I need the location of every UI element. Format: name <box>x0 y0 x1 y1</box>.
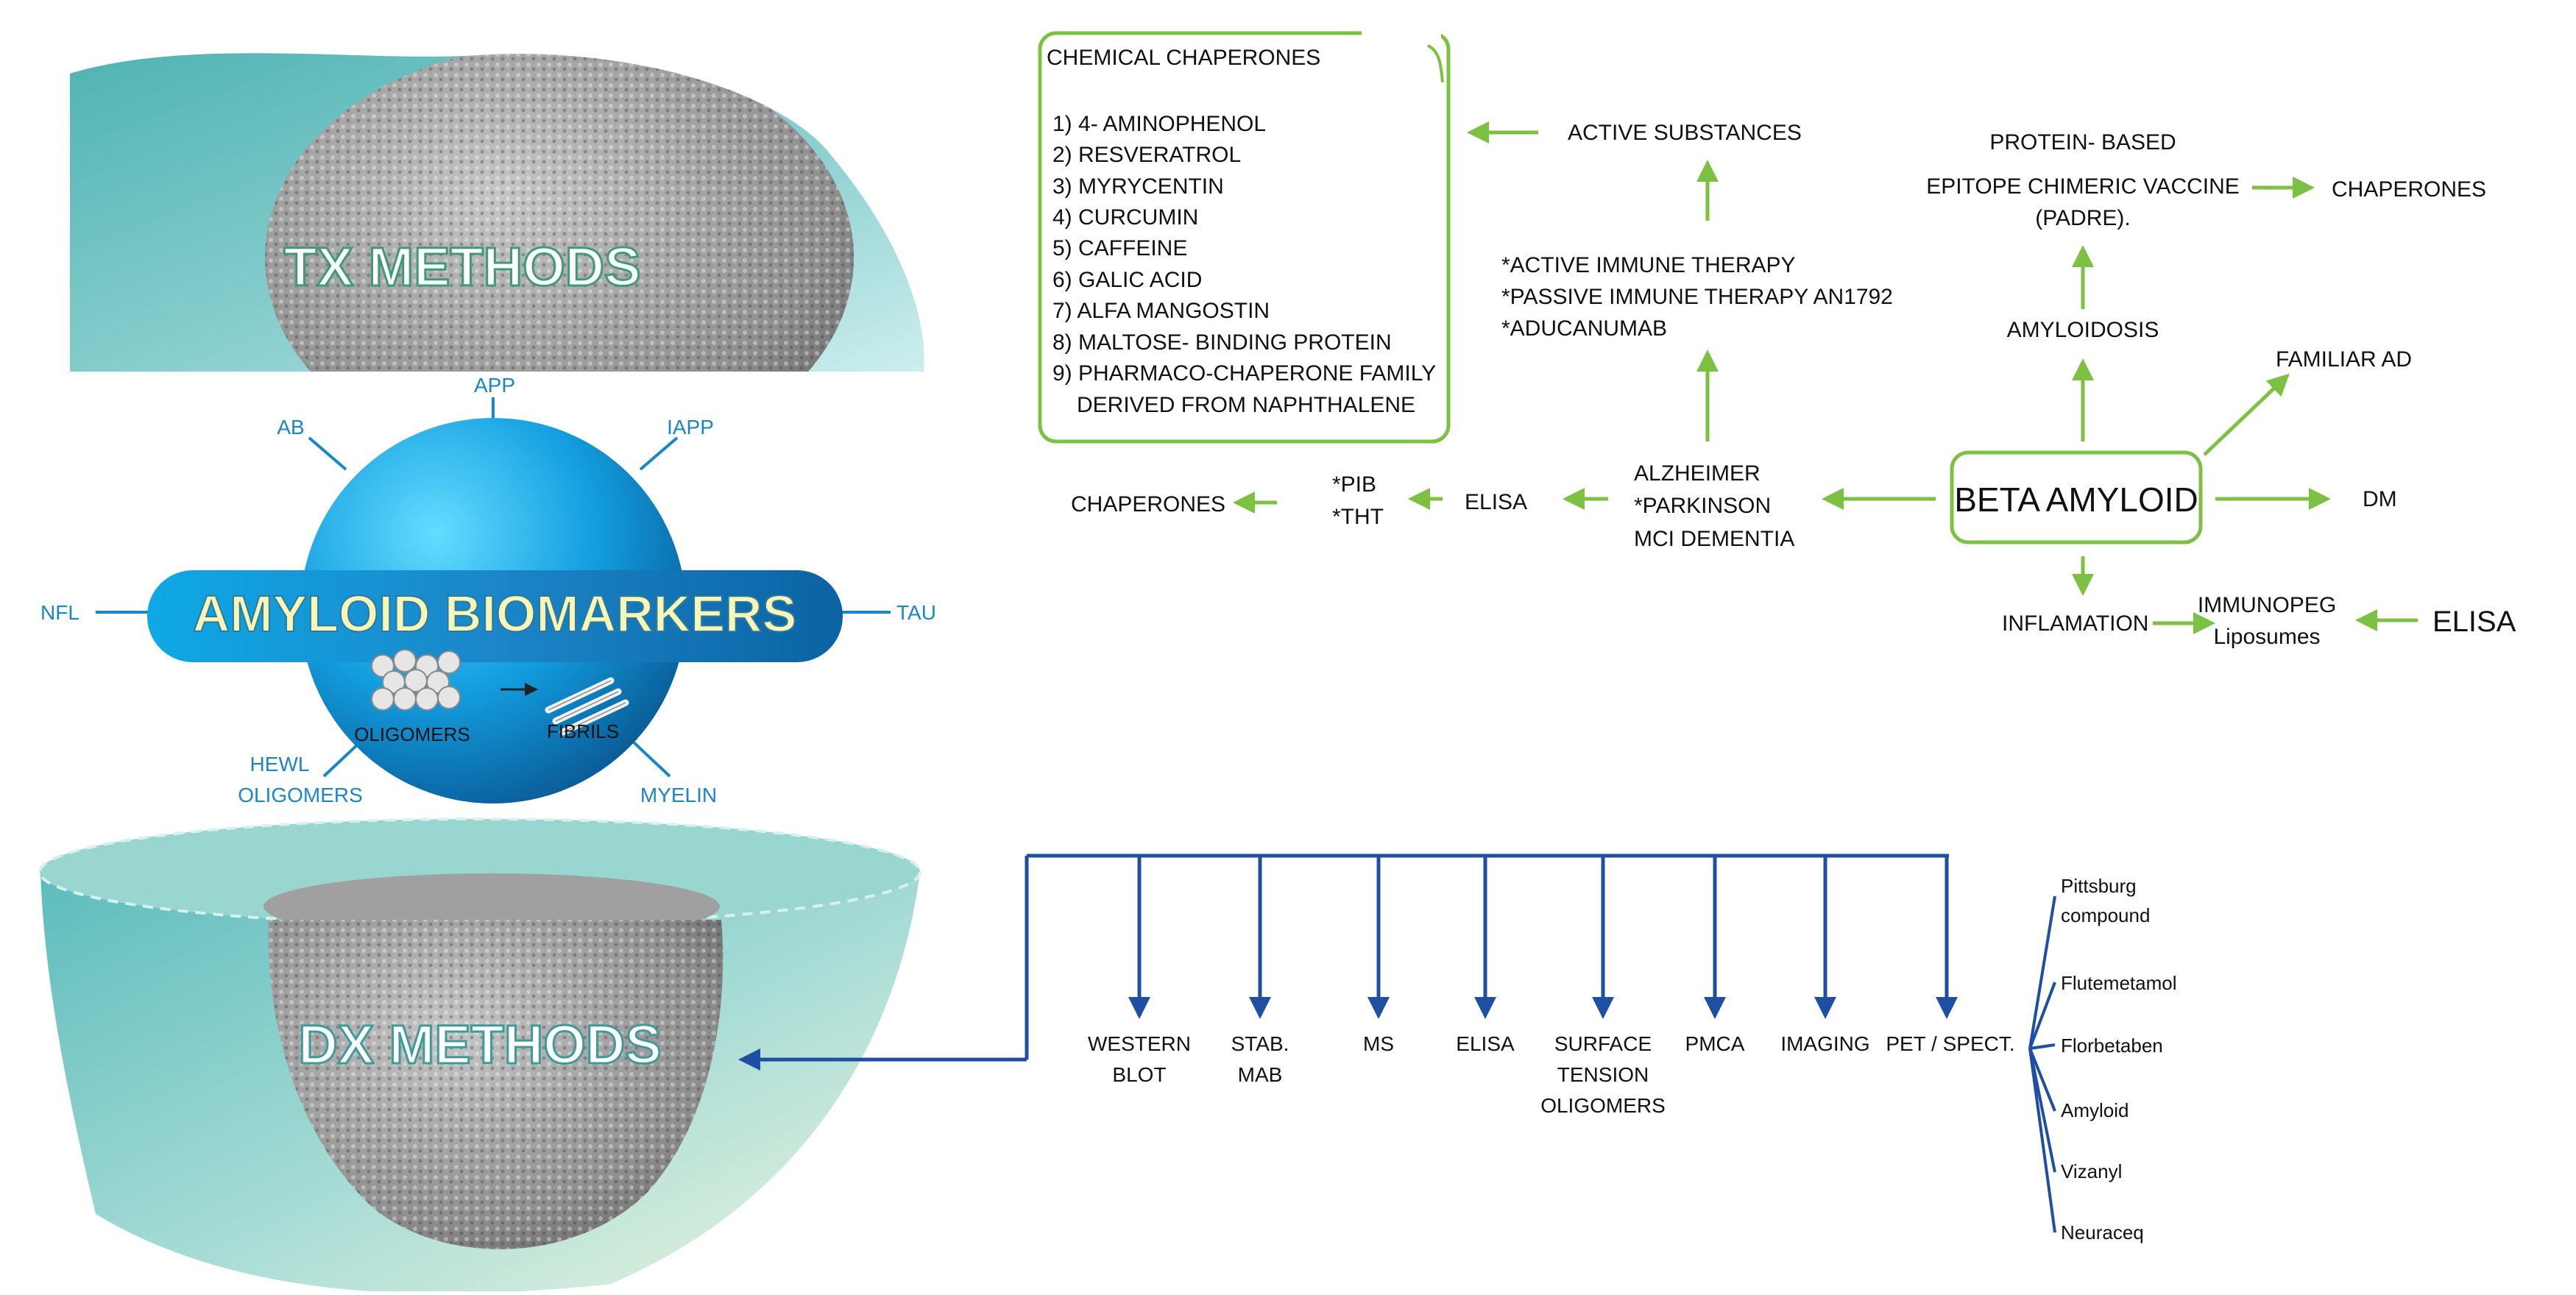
pet-agent-flutemetamol: Flutemetamol <box>2061 972 2177 994</box>
vaccine-line: (PADRE). <box>2035 206 2130 230</box>
tx-methods-cap: TX METHODS <box>70 53 924 372</box>
dx-method-elisa: ELISA <box>1456 1032 1515 1055</box>
dx-method-western-blot: WESTERN BLOT <box>1088 1032 1191 1086</box>
chaperones-right-label: CHAPERONES <box>2332 177 2486 202</box>
chaperones-left-label: CHAPERONES <box>1071 492 1225 517</box>
dx-method-stab-mab: STAB. MAB <box>1231 1032 1289 1086</box>
dx-method-imaging: IMAGING <box>1780 1032 1869 1055</box>
chaperone-item: 6) GALIC ACID <box>1052 268 1202 292</box>
svg-text:compound: compound <box>2061 904 2150 926</box>
inflamation-label: INFLAMATION <box>2002 611 2148 636</box>
pib-label: *PIB <box>1332 472 1376 497</box>
immunopeg-line: Liposumes <box>2213 625 2320 649</box>
tht-label: *THT <box>1332 505 1384 529</box>
biomarker-nfl: NFL <box>40 601 79 624</box>
svg-text:TENSION: TENSION <box>1557 1063 1649 1086</box>
dm-label: DM <box>2363 487 2397 511</box>
biomarker-iapp: IAPP <box>667 416 714 439</box>
disease-line: ALZHEIMER <box>1634 461 1761 486</box>
pet-agent-vizanyl: Vizanyl <box>2061 1160 2122 1182</box>
tx-flow-diagram: CHEMICAL CHAPERONES 1) 4- AMINOPHENOL 2)… <box>1038 28 2516 649</box>
chaperone-item: 2) RESVERATROL <box>1052 143 1241 167</box>
biomarker-ab: AB <box>277 416 304 439</box>
dx-flow-diagram: WESTERN BLOT STAB. MAB MS ELISA SURFACE … <box>738 854 2177 1243</box>
familiar-ad-label: FAMILIAR AD <box>2276 347 2412 372</box>
chemical-chaperones-box <box>1038 31 1451 444</box>
vaccine-line: PROTEIN- BASED <box>1989 130 2176 155</box>
oligomers-icon <box>371 649 461 711</box>
dx-method-surface-tension: SURFACE TENSION OLIGOMERS <box>1540 1032 1666 1117</box>
immunopeg-line: IMMUNOPEG <box>2198 593 2336 617</box>
pet-agent-amyloid: Amyloid <box>2061 1099 2129 1121</box>
chaperone-item: 8) MALTOSE- BINDING PROTEIN <box>1052 330 1392 355</box>
vaccine-line: EPITOPE CHIMERIC VACCINE <box>1926 174 2240 199</box>
pet-agent-pittsburg: Pittsburg compound <box>2061 875 2150 926</box>
oligomers-label: OLIGOMERS <box>354 723 470 745</box>
pet-agent-neuraceq: Neuraceq <box>2061 1221 2144 1243</box>
amyloidosis-label: AMYLOIDOSIS <box>2007 318 2159 342</box>
chaperone-item: 3) MYRYCENTIN <box>1052 174 1224 199</box>
dx-method-ms: MS <box>1363 1032 1394 1055</box>
chaperone-item: 5) CAFFEINE <box>1052 236 1187 260</box>
chaperone-item: 4) CURCUMIN <box>1052 205 1198 230</box>
svg-text:Pittsburg: Pittsburg <box>2061 875 2137 897</box>
dx-method-pet-spect: PET / SPECT. <box>1886 1032 2014 1055</box>
chaperone-item: DERIVED FROM NAPHTHALENE <box>1077 393 1415 417</box>
dx-methods-bowl: DX METHODS <box>38 817 921 1294</box>
biomarker-app: APP <box>474 374 515 397</box>
svg-text:MAB: MAB <box>1238 1063 1283 1086</box>
elisa-mid-label: ELISA <box>1465 490 1527 514</box>
elisa-right-label: ELISA <box>2432 606 2516 638</box>
svg-text:SURFACE: SURFACE <box>1554 1032 1652 1055</box>
disease-line: MCI DEMENTIA <box>1634 527 1794 551</box>
immune-therapy-line: *ADUCANUMAB <box>1501 316 1667 341</box>
immune-therapy-line: *PASSIVE IMMUNE THERAPY AN1792 <box>1501 285 1893 309</box>
biomarker-hewl-line2: OLIGOMERS <box>238 784 363 806</box>
svg-text:STAB.: STAB. <box>1231 1032 1289 1055</box>
svg-text:WESTERN: WESTERN <box>1088 1032 1191 1055</box>
active-substances-label: ACTIVE SUBSTANCES <box>1568 121 1802 145</box>
chemical-chaperones-list: 1) 4- AMINOPHENOL 2) RESVERATROL 3) MYRY… <box>1052 112 1436 417</box>
pet-agent-florbetaben: Florbetaben <box>2061 1035 2163 1057</box>
svg-text:OLIGOMERS: OLIGOMERS <box>1540 1094 1666 1117</box>
dx-methods-label: DX METHODS <box>298 1014 661 1075</box>
biomarker-hewl-line1: HEWL <box>250 753 310 776</box>
disease-line: *PARKINSON <box>1634 494 1771 518</box>
biomarker-tau: TAU <box>896 601 936 624</box>
chaperone-item: 9) PHARMACO-CHAPERONE FAMILY <box>1052 361 1436 386</box>
immune-therapy-line: *ACTIVE IMMUNE THERAPY <box>1501 253 1796 277</box>
beta-amyloid-label: BETA AMYLOID <box>1954 480 2198 519</box>
fibrils-label: FIBRILS <box>547 720 619 742</box>
chemical-chaperones-title: CHEMICAL CHAPERONES <box>1047 46 1320 70</box>
chaperone-item: 1) 4- AMINOPHENOL <box>1052 112 1266 136</box>
svg-text:BLOT: BLOT <box>1112 1063 1166 1086</box>
tx-methods-label: TX METHODS <box>283 236 640 297</box>
biomarker-myelin: MYELIN <box>640 784 717 806</box>
dx-method-pmca: PMCA <box>1685 1032 1745 1055</box>
chaperone-item: 7) ALFA MANGOSTIN <box>1052 299 1270 323</box>
beta-amyloid-box <box>1950 450 2203 544</box>
amyloid-biomarkers-title: AMYLOID BIOMARKERS <box>193 585 797 642</box>
amyloid-biomarker-sphere: AMYLOID BIOMARKERS OLIGOMERS FIBRILS APP… <box>40 374 936 806</box>
